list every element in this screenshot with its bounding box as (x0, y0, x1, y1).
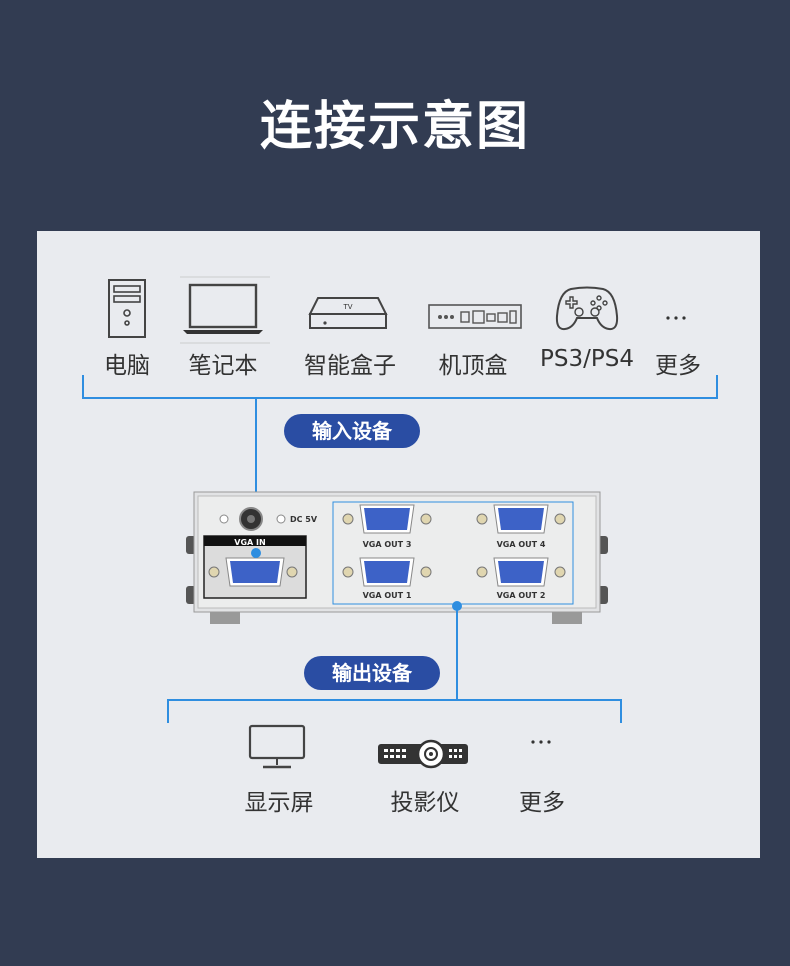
vga-out-2-label: VGA OUT 2 (497, 591, 546, 600)
dc-5v-label: DC 5V (290, 515, 318, 524)
input-bracket-left (82, 375, 84, 399)
set-top-box-icon (428, 304, 522, 329)
input-connector (255, 397, 257, 553)
vga-out-1-label: VGA OUT 1 (363, 591, 412, 600)
input-label-smart-box: 智能盒子 (304, 353, 396, 379)
output-label-monitor: 显示屏 (244, 790, 314, 816)
monitor-icon (248, 724, 306, 769)
output-label-projector: 投影仪 (390, 790, 460, 816)
pc-tower-icon (108, 279, 146, 338)
input-label-pc: 电脑 (104, 353, 150, 379)
output-connector (456, 606, 458, 701)
gamepad-icon (555, 286, 619, 331)
tv-label: TV (342, 303, 352, 311)
projector-icon (378, 739, 468, 769)
input-label-laptop: 笔记本 (188, 353, 258, 379)
more-icon (666, 316, 686, 320)
page-title: 连接示意图 (259, 97, 530, 157)
output-bracket-right (620, 699, 622, 723)
vga-out-4-label: VGA OUT 4 (497, 540, 546, 549)
laptop-icon (180, 276, 270, 344)
input-label-ps: PS3/PS4 (540, 346, 634, 372)
output-bracket-top (167, 699, 622, 701)
vga-in-label: VGA IN (234, 538, 265, 547)
output-bracket-left (167, 699, 169, 723)
input-label-more: 更多 (655, 353, 701, 379)
input-connector-dot (251, 548, 261, 558)
vga-splitter-device (186, 491, 608, 624)
device-labels: DC 5V VGA IN VGA OUT 3 VGA OUT 4 VGA OUT… (234, 515, 546, 600)
input-bracket-bottom (82, 397, 718, 399)
output-label-more: 更多 (519, 790, 565, 816)
more-icon (531, 740, 551, 744)
smart-box-icon: TV (308, 297, 388, 329)
input-bracket-right (716, 375, 718, 399)
input-label-set-top-box: 机顶盒 (438, 353, 508, 379)
input-devices-pill: 输入设备 (284, 414, 420, 448)
output-devices-pill: 输出设备 (304, 656, 440, 690)
vga-out-3-label: VGA OUT 3 (363, 540, 412, 549)
